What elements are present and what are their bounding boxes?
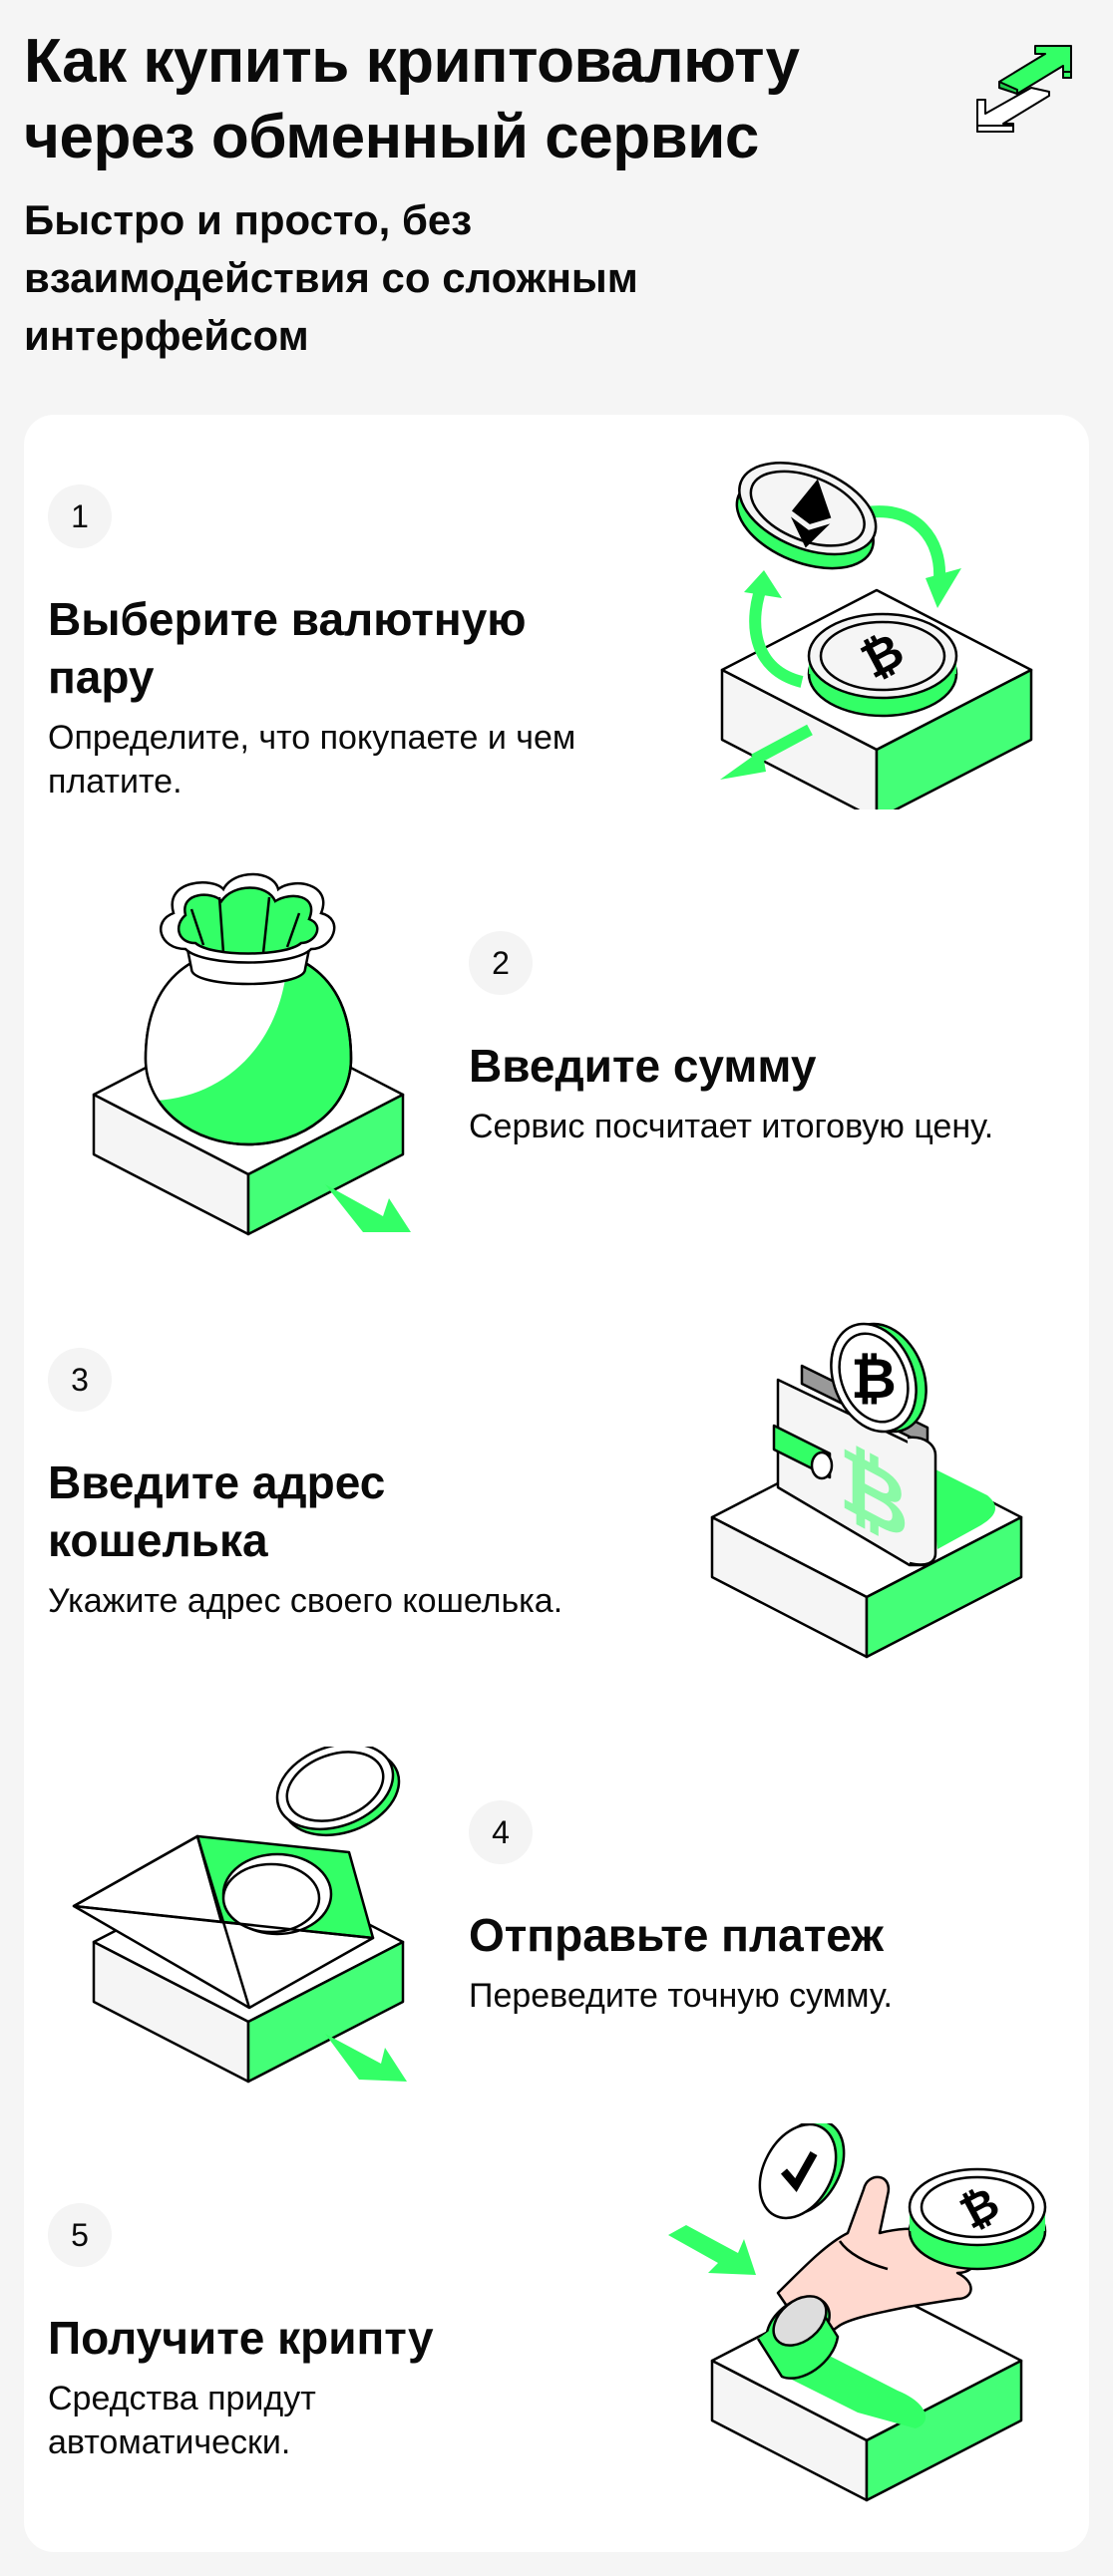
page-title: Как купить криптовалюту через обменный с… <box>24 27 800 171</box>
step-number-badge: 4 <box>469 1800 533 1864</box>
step-title: Введите сумму <box>469 1040 817 1092</box>
step-description: Средства придут автоматически. <box>48 2380 316 2461</box>
envelope-coin-icon <box>72 1747 407 2084</box>
exchange-arrows-icon <box>976 45 1072 133</box>
step-title: Выберите валютную пару <box>48 593 527 703</box>
step-title: Введите адрес кошелька <box>48 1456 386 1566</box>
step-number-badge: 3 <box>48 1348 112 1412</box>
step-number-badge: 1 <box>48 484 112 548</box>
hand-receiving-coin-icon: ₿ <box>668 2123 1047 2502</box>
step-5: 5 Получите крипту Средства придут автома… <box>48 2203 646 2464</box>
step-number-badge: 5 <box>48 2203 112 2267</box>
step-title: Получите крипту <box>48 2312 434 2364</box>
step-title: Отправьте платеж <box>469 1909 884 1961</box>
coin-swap-ethereum-bitcoin-icon: ₿ <box>720 462 1033 809</box>
money-bag-icon <box>92 872 411 1236</box>
step-description: Определите, что покупаете и чем платите. <box>48 719 576 801</box>
step-4: 4 Отправьте платеж Переведите точную сум… <box>469 1800 1047 2018</box>
step-description: Сервис посчитает итоговую цену. <box>469 1108 994 1145</box>
wallet-bitcoin-icon: ₿ ₿ <box>710 1322 1023 1659</box>
step-3: 3 Введите адрес кошелька Укажите адрес с… <box>48 1348 686 1623</box>
page-subtitle: Быстро и просто, без взаимодействия со с… <box>24 196 638 359</box>
step-1: 1 Выберите валютную пару Определите, что… <box>48 484 646 804</box>
step-description: Укажите адрес своего кошелька. <box>48 1582 563 1620</box>
step-number-badge: 2 <box>469 931 533 995</box>
step-2: 2 Введите сумму Сервис посчитает итогову… <box>469 931 1047 1148</box>
step-description: Переведите точную сумму. <box>469 1977 893 2015</box>
svg-text:₿: ₿ <box>851 1347 897 1412</box>
steps-card: 1 Выберите валютную пару Определите, что… <box>24 415 1089 2552</box>
